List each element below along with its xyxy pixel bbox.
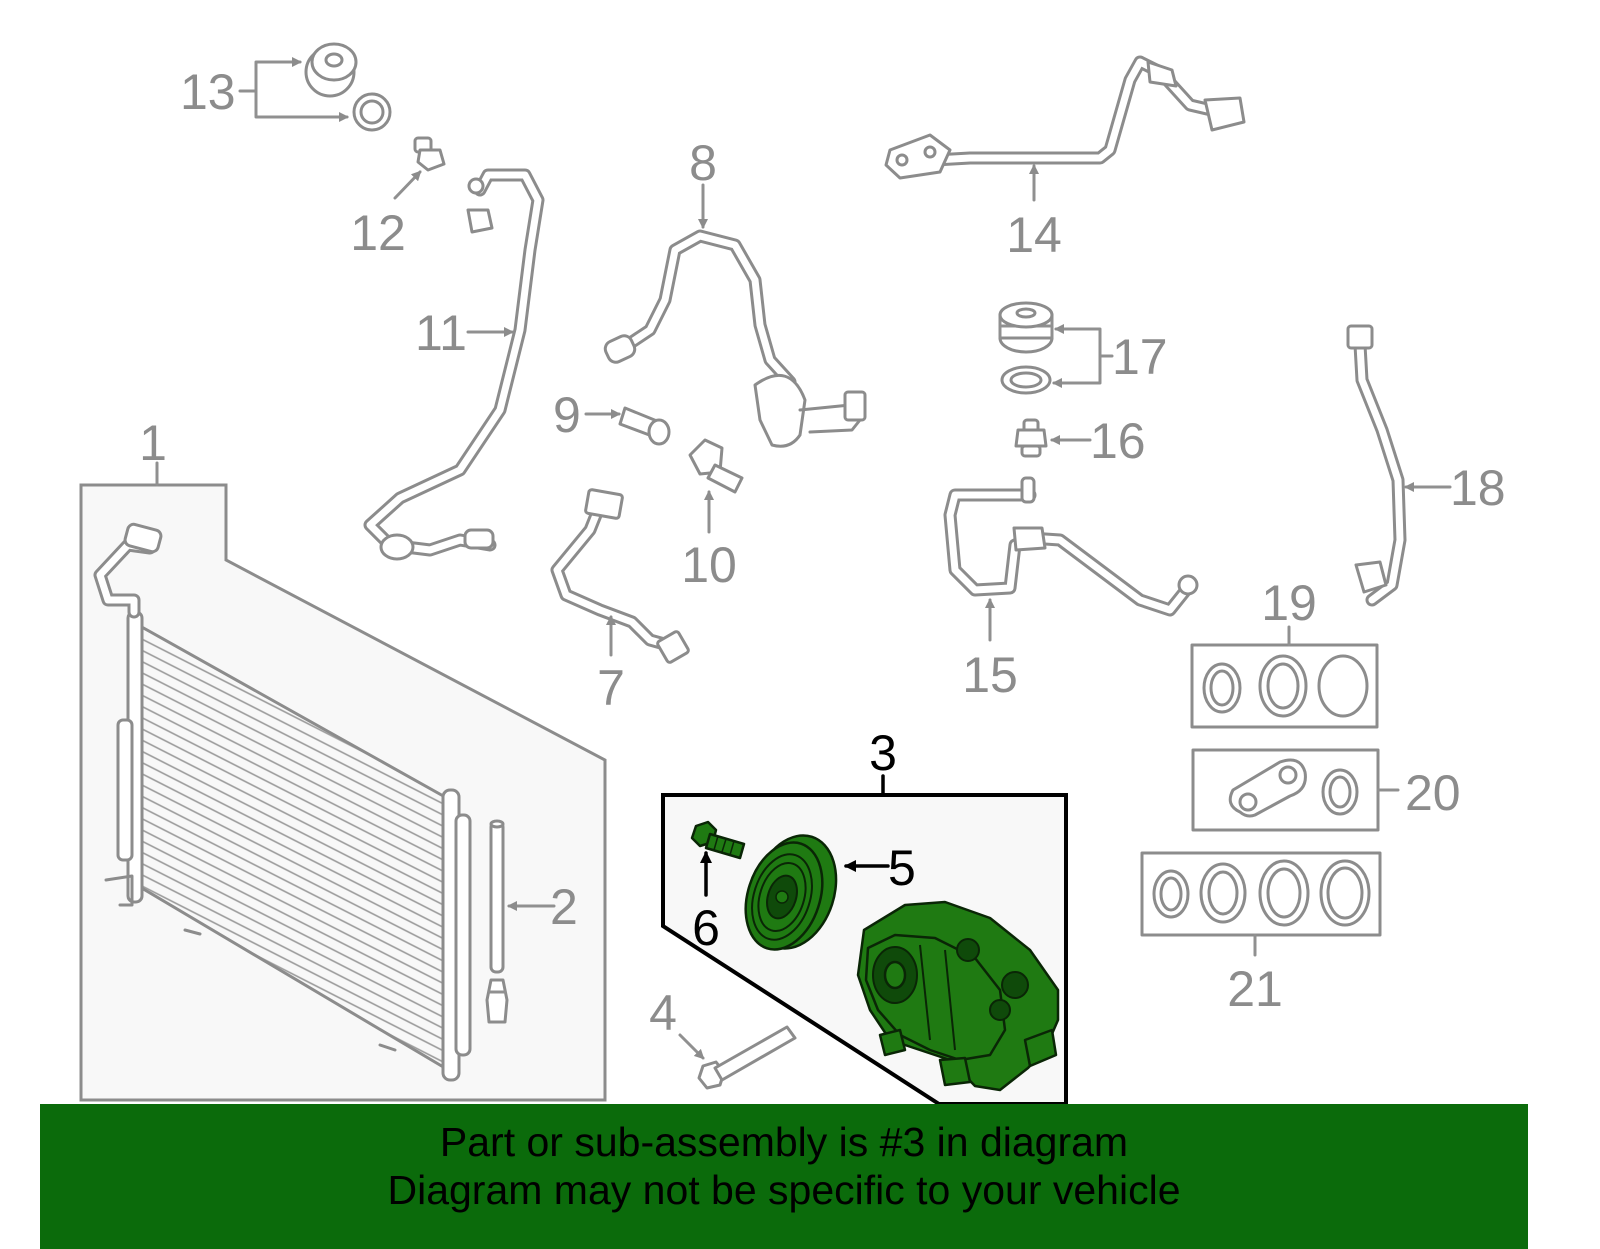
callout-12: 12 — [350, 205, 406, 261]
compressor-assembly-box — [661, 774, 1068, 1106]
callout-2: 2 — [550, 879, 578, 935]
valve-core-9 — [584, 406, 671, 446]
banner-line-2: Diagram may not be specific to your vehi… — [387, 1167, 1181, 1213]
callout-13: 13 — [180, 64, 236, 120]
hose-assembly-8 — [603, 183, 867, 448]
tube-assembly-14 — [884, 55, 1246, 202]
callout-10: 10 — [681, 537, 737, 593]
valve-16 — [1014, 418, 1092, 458]
receiver-drier — [485, 819, 509, 1024]
cap-and-o-ring-17 — [998, 301, 1114, 395]
callout-19: 19 — [1261, 575, 1317, 631]
callout-11: 11 — [415, 305, 467, 361]
callout-4: 4 — [649, 985, 677, 1041]
callout-6: 6 — [692, 900, 720, 956]
condenser — [93, 522, 472, 1082]
callout-20: 20 — [1405, 765, 1461, 821]
banner-line-1: Part or sub-assembly is #3 in diagram — [439, 1119, 1129, 1165]
cap-and-o-ring-13 — [238, 42, 392, 132]
gasket-kit-20 — [1191, 748, 1400, 832]
leader-4 — [678, 1033, 705, 1060]
callout-8: 8 — [689, 135, 717, 191]
valve-12 — [393, 136, 446, 200]
callout-15: 15 — [962, 647, 1018, 703]
callout-5: 5 — [888, 840, 916, 896]
callout-9: 9 — [553, 387, 581, 443]
hose-11 — [363, 168, 545, 561]
callout-7: 7 — [597, 660, 625, 716]
sensor-wire-18 — [1346, 324, 1452, 607]
wire-harness-7 — [550, 488, 690, 664]
callout-1: 1 — [139, 415, 167, 471]
clutch-pulley-5 — [744, 834, 838, 951]
callout-17: 17 — [1112, 329, 1168, 385]
info-banner: Part or sub-assembly is #3 in diagram Di… — [40, 1104, 1528, 1249]
bolt-4 — [678, 1025, 797, 1090]
callout-16: 16 — [1090, 413, 1146, 469]
o-ring-kit-19 — [1190, 625, 1379, 729]
bolt-6 — [690, 820, 746, 860]
callout-14: 14 — [1006, 207, 1062, 263]
callout-18: 18 — [1450, 460, 1506, 516]
callout-3[interactable]: 3 — [869, 725, 897, 781]
pressure-switch-10 — [688, 438, 744, 534]
condenser-group — [79, 461, 607, 1102]
callout-21: 21 — [1227, 961, 1283, 1017]
tube-15 — [943, 476, 1199, 642]
leader-12 — [393, 170, 422, 200]
ac-compressor — [856, 900, 1060, 1092]
o-ring-kit-21 — [1140, 851, 1382, 957]
